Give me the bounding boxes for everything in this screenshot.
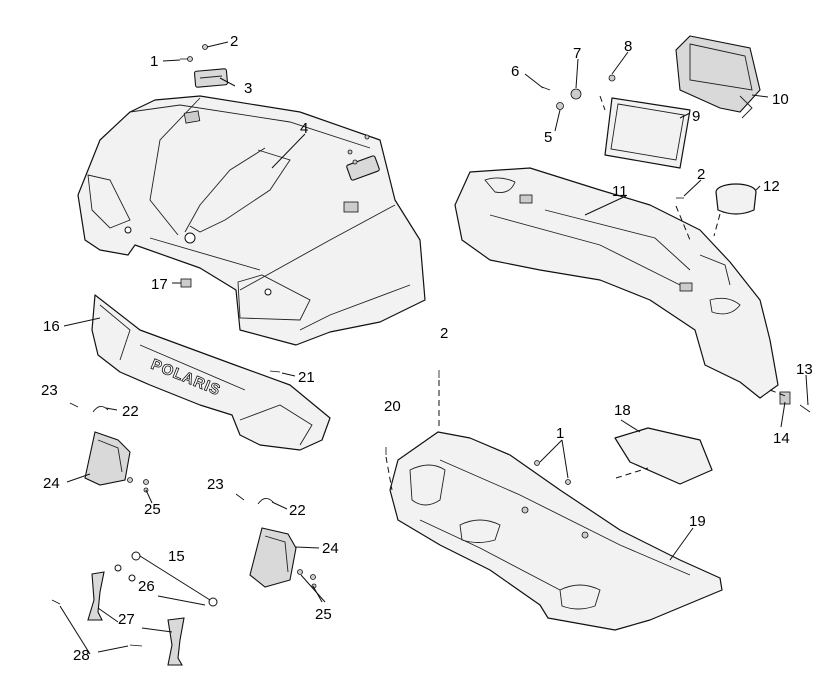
callout-24b: 24 xyxy=(322,540,339,557)
leader-lines xyxy=(59,41,809,655)
headlight-right xyxy=(249,527,297,588)
callout-23b: 23 xyxy=(207,476,224,493)
callout-labels: 1 2 3 4 5 6 7 8 9 10 2 11 12 13 14 16 17… xyxy=(41,33,813,664)
callout-6: 6 xyxy=(511,63,519,80)
callout-27: 27 xyxy=(118,611,135,628)
front-fascia-part: POLARIS xyxy=(91,294,331,451)
callout-14: 14 xyxy=(773,430,790,447)
screw-21 xyxy=(269,370,281,373)
cup-holder-12 xyxy=(715,183,757,215)
callout-17: 17 xyxy=(151,276,168,293)
headlight-left xyxy=(84,431,131,486)
callout-24: 24 xyxy=(43,475,60,492)
callout-20: 20 xyxy=(384,398,401,415)
floor-mat-18 xyxy=(614,427,713,485)
callout-16: 16 xyxy=(43,318,60,335)
callout-25b: 25 xyxy=(315,606,332,623)
callout-1b: 1 xyxy=(556,425,564,442)
callout-9: 9 xyxy=(692,108,700,125)
callout-1: 1 xyxy=(150,53,158,70)
callout-25: 25 xyxy=(144,501,161,518)
callout-2b: 2 xyxy=(697,166,705,183)
mounting-hardware xyxy=(51,551,218,666)
callout-15: 15 xyxy=(168,548,185,565)
dash-panel-part xyxy=(454,167,779,399)
callout-2c: 2 xyxy=(440,325,448,342)
callout-4: 4 xyxy=(300,120,308,137)
fasteners-left xyxy=(69,402,317,589)
storage-door-assembly xyxy=(541,35,761,169)
callout-22: 22 xyxy=(122,403,139,420)
callout-28: 28 xyxy=(73,647,90,664)
callout-13: 13 xyxy=(796,361,813,378)
hood-part xyxy=(77,95,426,346)
callout-19: 19 xyxy=(689,513,706,530)
callout-8: 8 xyxy=(624,38,632,55)
screw-13 xyxy=(799,404,811,413)
callout-7: 7 xyxy=(573,45,581,62)
floor-pan-part xyxy=(389,431,723,631)
callout-21: 21 xyxy=(298,369,315,386)
callout-2: 2 xyxy=(230,33,238,50)
callout-22b: 22 xyxy=(289,502,306,519)
callout-23: 23 xyxy=(41,382,58,399)
callout-11: 11 xyxy=(612,183,628,200)
callout-26: 26 xyxy=(138,578,155,595)
callout-3: 3 xyxy=(244,80,252,97)
callout-12: 12 xyxy=(763,178,780,195)
callout-5: 5 xyxy=(544,129,552,146)
callout-18: 18 xyxy=(614,402,631,419)
clip-17 xyxy=(180,278,192,288)
callout-10: 10 xyxy=(772,91,789,108)
